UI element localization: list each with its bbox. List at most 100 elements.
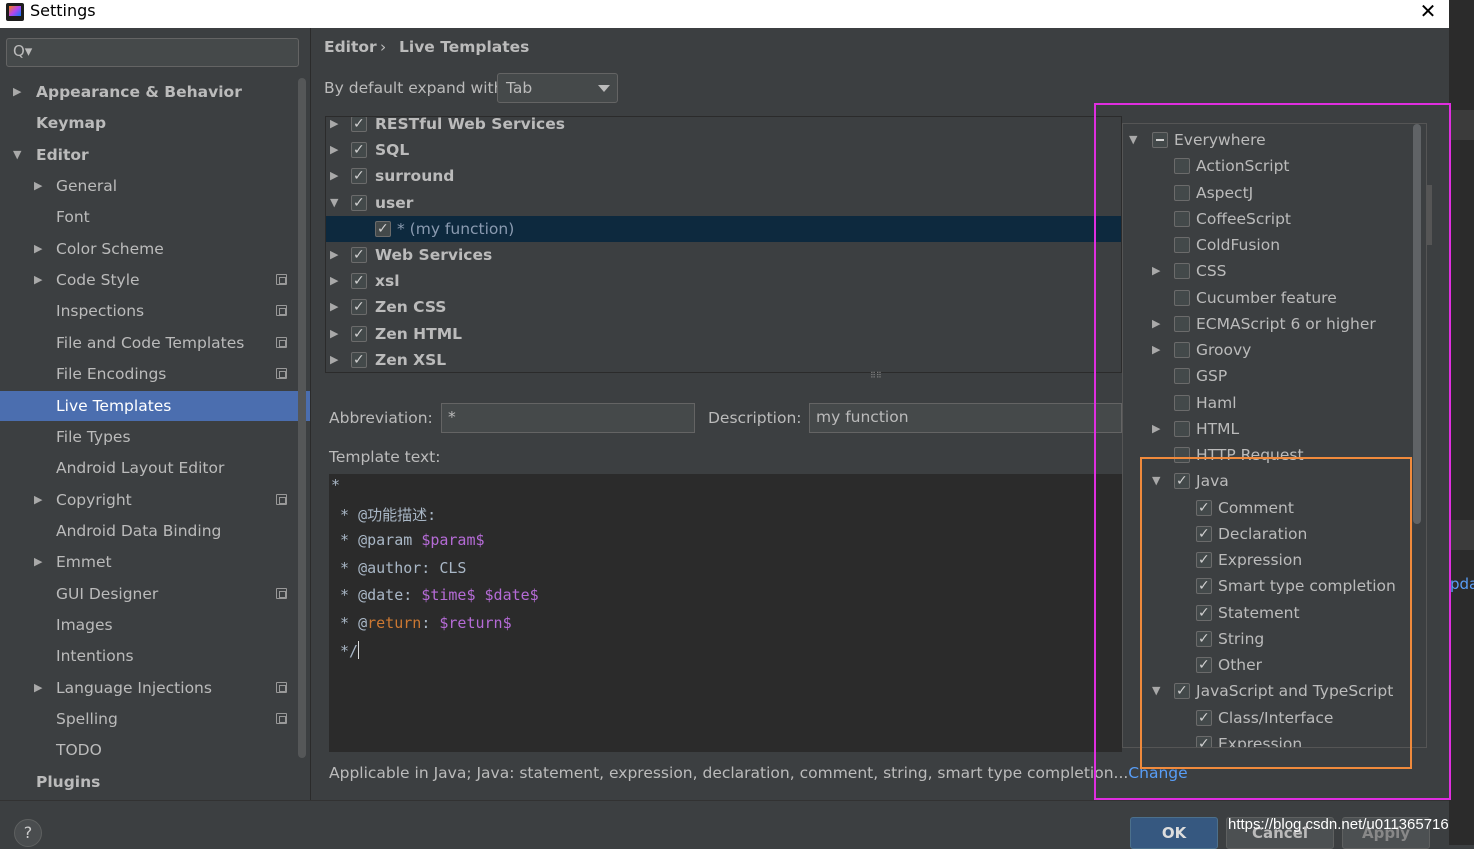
template-checkbox[interactable] — [351, 242, 367, 268]
chevron-right-icon[interactable]: ▶ — [34, 680, 43, 694]
chevron-right-icon[interactable]: ▶ — [1152, 264, 1161, 278]
expand-with-select[interactable]: Tab — [497, 73, 618, 103]
chevron-down-icon[interactable]: ▼ — [13, 147, 22, 161]
template-checkbox[interactable] — [351, 137, 367, 163]
context-row[interactable]: ▼Everywhere — [1123, 127, 1411, 153]
context-checkbox[interactable] — [1174, 678, 1190, 704]
template-checkbox[interactable] — [351, 163, 367, 189]
context-row[interactable]: ▶CSS — [1123, 258, 1411, 284]
context-checkbox[interactable] — [1196, 705, 1212, 731]
context-checkbox[interactable] — [1174, 158, 1190, 175]
template-tree-row[interactable]: * (my function) — [326, 215, 1121, 242]
template-tree-row[interactable]: ▶surround — [326, 163, 1121, 189]
context-row[interactable]: Smart type completion — [1123, 573, 1411, 599]
template-tree-row[interactable]: ▼user — [326, 190, 1121, 216]
template-checkbox[interactable] — [375, 216, 391, 242]
context-row[interactable]: GSP — [1123, 363, 1411, 389]
chevron-right-icon[interactable]: ▶ — [330, 248, 339, 261]
template-tree-row[interactable]: ▶Zen HTML — [326, 321, 1121, 347]
template-tree-row[interactable]: ▶Zen CSS — [326, 294, 1121, 320]
template-groups-tree[interactable]: ▶RESTful Web Services▶SQL▶surround▼user*… — [325, 116, 1122, 373]
sidebar-item[interactable]: GUI Designer — [0, 579, 310, 609]
context-checkbox[interactable] — [1196, 731, 1212, 747]
chevron-right-icon[interactable]: ▶ — [34, 555, 43, 569]
sidebar-scrollbar[interactable] — [298, 78, 306, 758]
sidebar-item[interactable]: Live Templates — [0, 390, 310, 421]
chevron-down-icon[interactable]: ▼ — [1152, 474, 1161, 488]
sidebar-item[interactable]: File and Code Templates — [0, 328, 310, 358]
context-checkbox[interactable] — [1174, 368, 1190, 385]
template-tree-row[interactable]: ▶Web Services — [326, 242, 1121, 268]
template-tree-row[interactable]: ▶xsl — [326, 268, 1121, 294]
context-checkbox[interactable] — [1174, 263, 1190, 280]
chevron-right-icon[interactable]: ▶ — [330, 326, 339, 340]
context-row[interactable]: CoffeeScript — [1123, 206, 1411, 232]
context-row[interactable]: ▼Java — [1123, 468, 1411, 494]
context-row[interactable]: ▶HTML — [1123, 416, 1411, 442]
context-row[interactable]: Comment — [1123, 495, 1411, 521]
context-row[interactable]: Expression — [1123, 731, 1411, 747]
context-row[interactable]: Expression — [1123, 547, 1411, 573]
splitter-handle[interactable]: ⠿⠿ — [870, 371, 882, 380]
chevron-right-icon[interactable]: ▶ — [330, 352, 339, 366]
template-tree-row[interactable]: ▶SQL — [326, 137, 1121, 163]
popup-outer-scrollbar[interactable] — [1427, 185, 1432, 245]
context-checkbox[interactable] — [1174, 468, 1190, 494]
template-tree-row[interactable]: ▶Zen XSL — [326, 347, 1121, 372]
template-text-editor[interactable]: * * @功能描述: * @param $param$ * @author: C… — [329, 474, 1122, 752]
template-tree-row[interactable]: ▶RESTful Web Services — [326, 117, 1121, 137]
close-icon[interactable]: ✕ — [1419, 0, 1437, 23]
context-row[interactable]: ColdFusion — [1123, 232, 1411, 258]
settings-search-input[interactable]: Q▾ — [6, 38, 299, 67]
context-checkbox[interactable] — [1174, 210, 1190, 227]
context-checkbox[interactable] — [1174, 420, 1190, 437]
change-context-link[interactable]: Change — [1128, 764, 1188, 782]
context-checkbox[interactable] — [1174, 394, 1190, 411]
context-checkbox[interactable] — [1174, 184, 1190, 201]
chevron-right-icon[interactable]: ▶ — [34, 241, 43, 255]
template-checkbox[interactable] — [351, 117, 367, 137]
context-row[interactable]: String — [1123, 626, 1411, 652]
sidebar-item[interactable]: ▶Emmet — [0, 547, 310, 577]
context-row[interactable]: HTTP Request — [1123, 442, 1411, 468]
sidebar-item[interactable]: ▶Copyright — [0, 485, 310, 515]
sidebar-item[interactable]: File Types — [0, 422, 310, 452]
context-checkbox[interactable] — [1174, 289, 1190, 306]
context-checkbox[interactable] — [1196, 495, 1212, 521]
sidebar-item[interactable]: ▶Color Scheme — [0, 234, 310, 264]
sidebar-item[interactable]: ▶Appearance & Behavior — [0, 77, 310, 107]
sidebar-item[interactable]: Plugins — [0, 767, 310, 797]
template-checkbox[interactable] — [351, 268, 367, 294]
context-row[interactable]: Haml — [1123, 390, 1411, 416]
context-checkbox[interactable] — [1196, 626, 1212, 652]
breadcrumb-parent[interactable]: Editor — [324, 38, 377, 56]
sidebar-item[interactable]: Android Data Binding — [0, 516, 310, 546]
sidebar-item[interactable]: ▶General — [0, 171, 310, 201]
chevron-down-icon[interactable]: ▼ — [1129, 133, 1138, 146]
chevron-right-icon[interactable]: ▶ — [330, 117, 339, 130]
context-checkbox[interactable] — [1174, 342, 1190, 358]
sidebar-item[interactable]: Keymap — [0, 108, 310, 138]
context-checkbox[interactable] — [1196, 652, 1212, 678]
context-row[interactable]: AspectJ — [1123, 180, 1411, 206]
sidebar-item[interactable]: Font — [0, 202, 310, 232]
chevron-down-icon[interactable]: ▼ — [1152, 684, 1161, 698]
sidebar-item[interactable]: ▶Code Style — [0, 265, 310, 295]
sidebar-item[interactable]: Intentions — [0, 641, 310, 671]
sidebar-item[interactable]: TODO — [0, 735, 310, 765]
description-input[interactable]: my function — [809, 403, 1122, 433]
template-checkbox[interactable] — [351, 321, 367, 347]
context-row[interactable]: Declaration — [1123, 521, 1411, 547]
chevron-right-icon[interactable]: ▶ — [1152, 343, 1161, 356]
sidebar-item[interactable]: Android Layout Editor — [0, 453, 310, 483]
template-checkbox[interactable] — [351, 347, 367, 372]
sidebar-item[interactable]: Images — [0, 610, 310, 640]
context-row[interactable]: ▶Groovy — [1123, 337, 1411, 363]
context-row[interactable]: Class/Interface — [1123, 705, 1411, 731]
context-row[interactable]: Other — [1123, 652, 1411, 678]
help-button[interactable]: ? — [14, 819, 42, 847]
abbreviation-input[interactable]: * — [441, 403, 695, 433]
template-checkbox[interactable] — [351, 294, 367, 320]
context-row[interactable]: Statement — [1123, 600, 1411, 626]
chevron-right-icon[interactable]: ▶ — [34, 179, 43, 193]
